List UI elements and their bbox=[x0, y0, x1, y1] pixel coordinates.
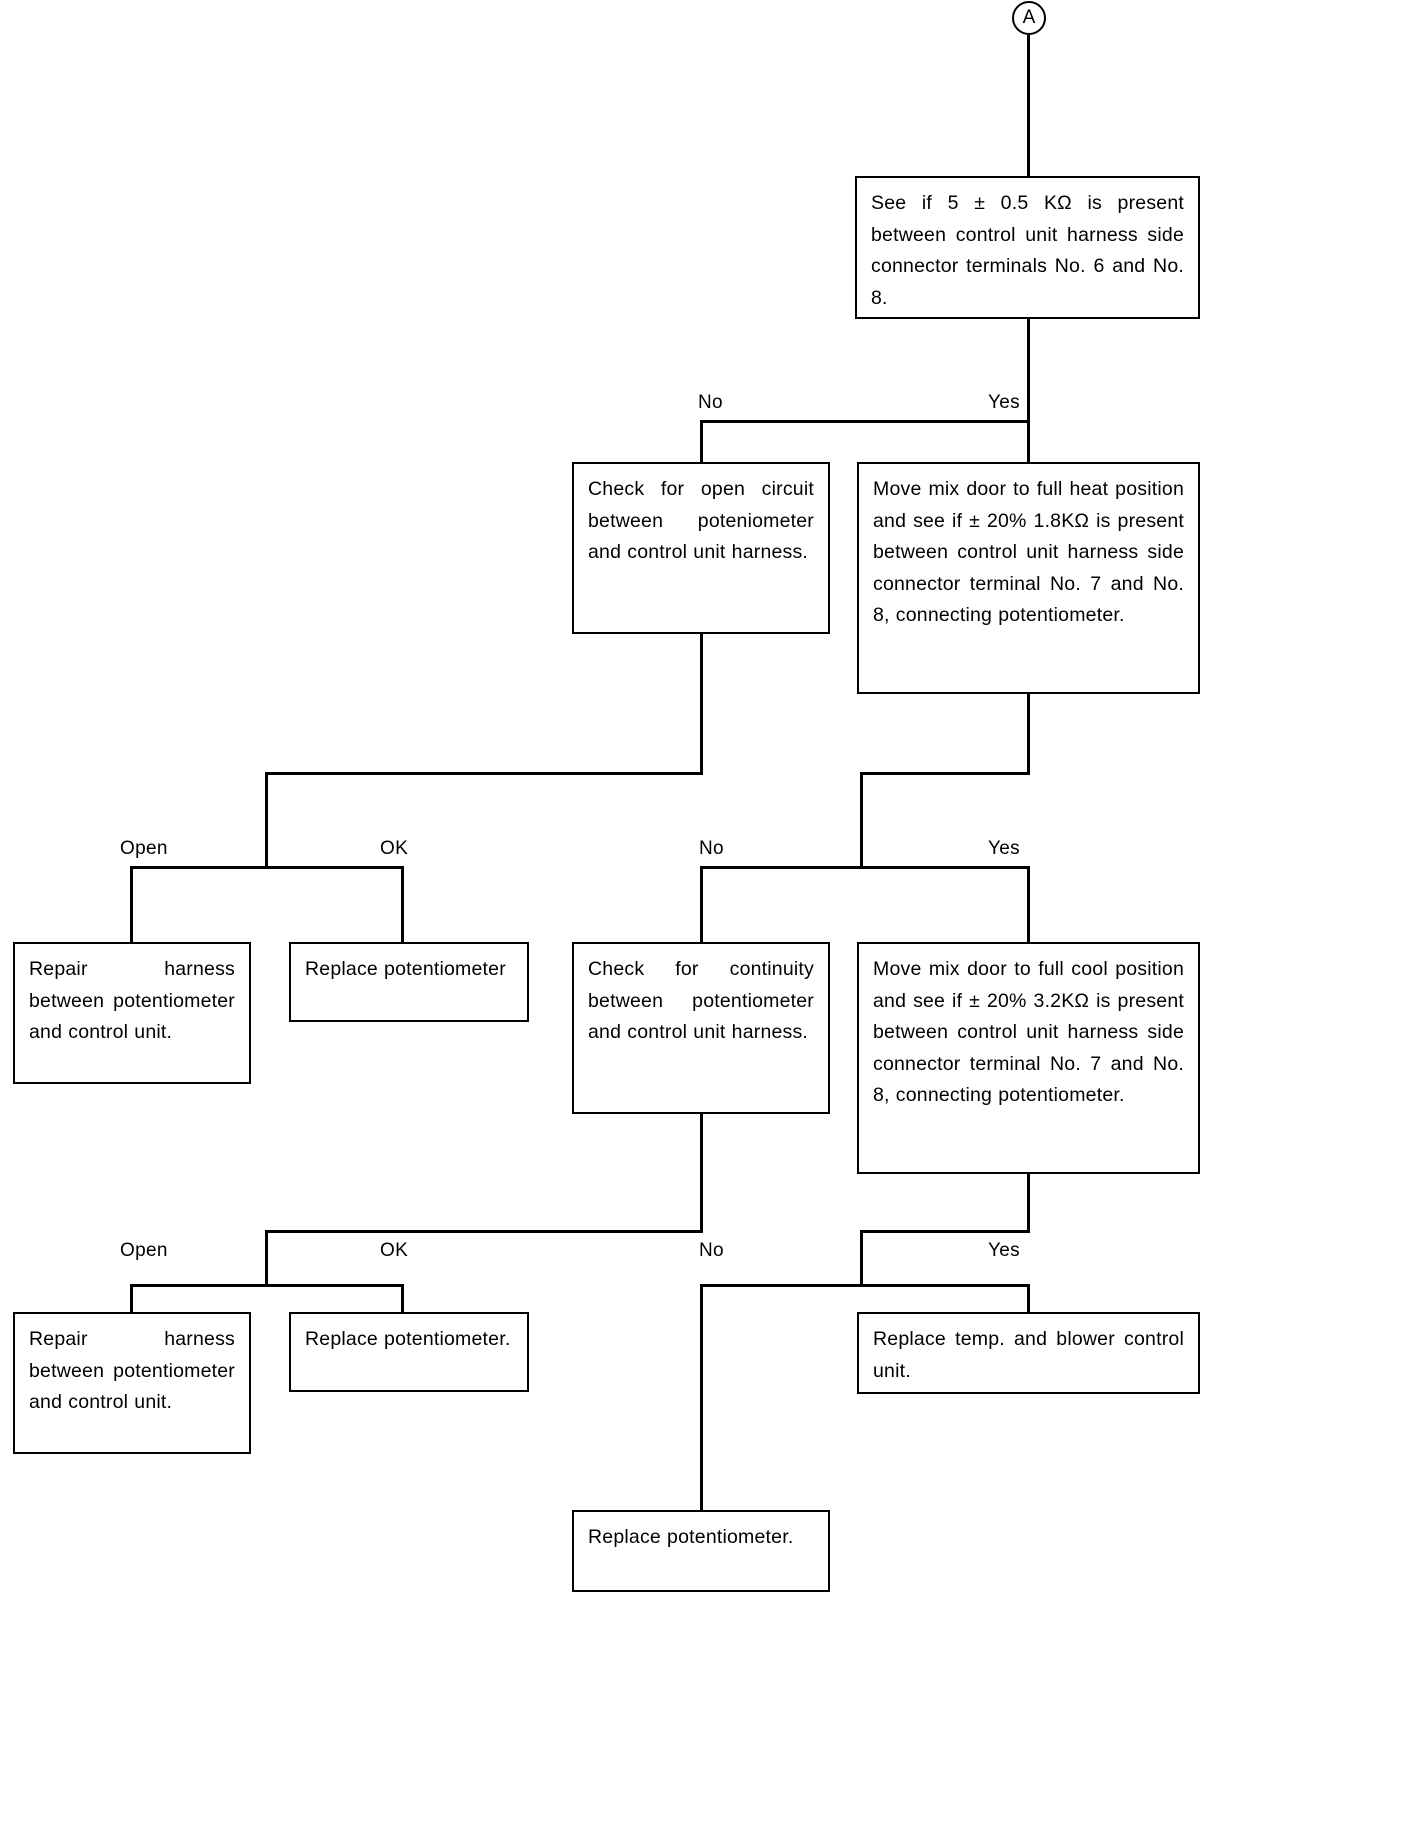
branch-label-row3-ok: OK bbox=[380, 1240, 409, 1261]
node-full-cool: Move mix door to full cool position and … bbox=[857, 942, 1200, 1174]
connector-row2-openok-horizontal bbox=[130, 866, 404, 869]
connector-continuity-down bbox=[700, 1114, 703, 1232]
connector-row3-no-down bbox=[700, 1284, 703, 1512]
connector-row3-right-horizontal bbox=[860, 1230, 1030, 1233]
node-full-heat: Move mix door to full heat position and … bbox=[857, 462, 1200, 694]
node-repair-harness-2-text: Repair harness between poten­tiometer an… bbox=[29, 1328, 235, 1414]
entry-connector-a: A bbox=[1012, 1, 1046, 35]
node-check-5k: See if 5 ± 0.5 KΩ is present between con… bbox=[855, 176, 1200, 319]
branch-label-row3-no: No bbox=[699, 1240, 724, 1261]
connector-row3-open-down bbox=[130, 1284, 133, 1312]
connector-check5k-down bbox=[1027, 319, 1030, 422]
node-full-heat-text: Move mix door to full heat position and … bbox=[873, 478, 1184, 627]
connector-row3-openok-horizontal bbox=[130, 1284, 404, 1287]
node-replace-pot-1: Replace potentiometer bbox=[289, 942, 529, 1022]
connector-row2-ok-down bbox=[401, 866, 404, 942]
node-replace-pot-1-text: Replace potentiometer bbox=[305, 958, 506, 980]
branch-label-row3-open: Open bbox=[120, 1240, 168, 1261]
connector-fullheat-down bbox=[1027, 694, 1030, 774]
connector-row3-left-horizontal bbox=[265, 1230, 703, 1233]
connector-a-to-check5k bbox=[1027, 35, 1030, 177]
node-repair-harness-1-text: Repair harness between poten­tiometer an… bbox=[29, 958, 235, 1044]
branch-label-row1-yes: Yes bbox=[988, 392, 1020, 413]
node-replace-temp-blower: Replace temp. and blower control unit. bbox=[857, 1312, 1200, 1394]
entry-connector-label: A bbox=[1022, 7, 1036, 28]
connector-row1-yes-down bbox=[1027, 420, 1030, 462]
node-repair-harness-1: Repair harness between poten­tiometer an… bbox=[13, 942, 251, 1084]
node-replace-pot-3: Replace potentiometer. bbox=[572, 1510, 830, 1592]
node-full-cool-text: Move mix door to full cool position and … bbox=[873, 958, 1184, 1107]
branch-label-row2-open: Open bbox=[120, 838, 168, 859]
connector-row2-left-drop bbox=[265, 772, 268, 868]
branch-label-row1-no: No bbox=[698, 392, 723, 413]
node-check-open-circuit-text: Check for open circuit between poteniome… bbox=[588, 478, 814, 564]
connector-row2-no-down bbox=[700, 866, 703, 942]
connector-row1-horizontal bbox=[700, 420, 1030, 423]
connector-row2-right-drop bbox=[860, 772, 863, 868]
branch-label-row3-yes: Yes bbox=[988, 1240, 1020, 1261]
connector-row2-open-down bbox=[130, 866, 133, 942]
connector-openckt-down bbox=[700, 634, 703, 774]
node-replace-pot-3-text: Replace potentiometer. bbox=[588, 1526, 794, 1548]
node-replace-pot-2-text: Replace potentiometer. bbox=[305, 1328, 511, 1350]
connector-fullcool-down bbox=[1027, 1174, 1030, 1232]
connector-row3-ok-down bbox=[401, 1284, 404, 1312]
branch-label-row2-yes: Yes bbox=[988, 838, 1020, 859]
branch-label-row2-ok: OK bbox=[380, 838, 409, 859]
connector-row3-yes-down bbox=[1027, 1284, 1030, 1312]
node-check-open-circuit: Check for open circuit between poteniome… bbox=[572, 462, 830, 634]
connector-row2-left-horizontal bbox=[265, 772, 703, 775]
connector-row3-noyes-horizontal bbox=[700, 1284, 1030, 1287]
node-replace-pot-2: Replace potentiometer. bbox=[289, 1312, 529, 1392]
connector-row2-right-horizontal bbox=[860, 772, 1030, 775]
connector-row1-no-down bbox=[700, 420, 703, 462]
connector-row3-left-drop bbox=[265, 1230, 268, 1286]
node-repair-harness-2: Repair harness between poten­tiometer an… bbox=[13, 1312, 251, 1454]
connector-row2-noyes-horizontal bbox=[700, 866, 1030, 869]
node-check-continuity-text: Check for continuity between potentiomet… bbox=[588, 958, 814, 1044]
node-check-continuity: Check for continuity between potentiomet… bbox=[572, 942, 830, 1114]
node-replace-temp-blower-text: Replace temp. and blower control unit. bbox=[873, 1328, 1184, 1382]
node-check-5k-text: See if 5 ± 0.5 KΩ is present between con… bbox=[871, 192, 1184, 309]
connector-row2-yes-down bbox=[1027, 866, 1030, 942]
connector-row3-right-drop bbox=[860, 1230, 863, 1286]
branch-label-row2-no: No bbox=[699, 838, 724, 859]
